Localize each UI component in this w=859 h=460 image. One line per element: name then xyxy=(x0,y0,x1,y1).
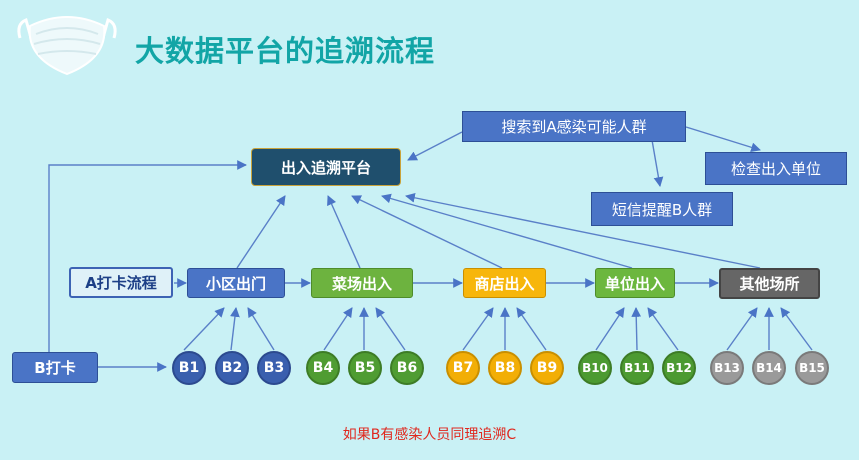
stage-box-5: 其他场所 xyxy=(719,268,820,299)
stage-box-1: 小区出门 xyxy=(187,268,285,298)
footnote: 如果B有感染人员同理追溯C xyxy=(342,427,517,443)
platform-box: 出入追溯平台 xyxy=(251,148,401,186)
check-box: 检查出入单位 xyxy=(705,152,847,185)
node-b14: B14 xyxy=(752,351,786,385)
node-b13: B13 xyxy=(710,351,744,385)
node-b12: B12 xyxy=(662,351,696,385)
node-b7: B7 xyxy=(446,351,480,385)
page-title: 大数据平台的追溯流程 xyxy=(135,34,436,68)
b-checkin-box: B打卡 xyxy=(12,352,98,383)
stage-box-2: 菜场出入 xyxy=(311,268,413,298)
search-box: 搜索到A感染可能人群 xyxy=(462,111,686,142)
sms-box: 短信提醒B人群 xyxy=(591,192,733,226)
node-b1: B1 xyxy=(172,351,206,385)
node-b2: B2 xyxy=(215,351,249,385)
face-mask-icon xyxy=(17,16,117,76)
a-flow-box: A打卡流程 xyxy=(69,267,173,298)
node-b15: B15 xyxy=(795,351,829,385)
node-b11: B11 xyxy=(620,351,654,385)
node-b10: B10 xyxy=(578,351,612,385)
stage-box-3: 商店出入 xyxy=(463,268,546,298)
node-b4: B4 xyxy=(306,351,340,385)
node-b8: B8 xyxy=(488,351,522,385)
node-b9: B9 xyxy=(530,351,564,385)
node-b6: B6 xyxy=(390,351,424,385)
node-b5: B5 xyxy=(348,351,382,385)
stage-box-4: 单位出入 xyxy=(595,268,675,298)
node-b3: B3 xyxy=(257,351,291,385)
